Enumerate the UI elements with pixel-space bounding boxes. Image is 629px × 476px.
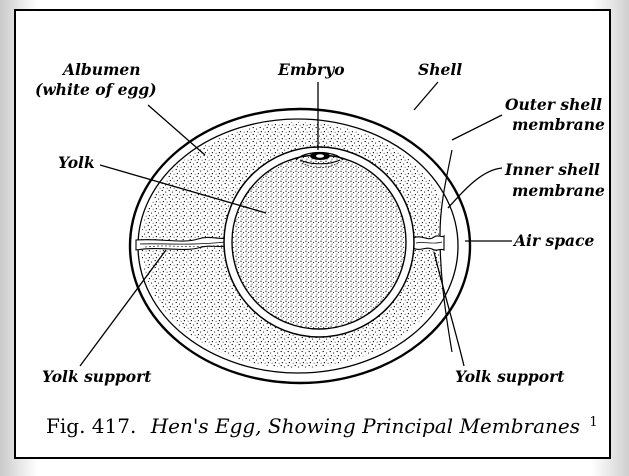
label-yolk-support-left: Yolk support — [42, 367, 152, 386]
label-embryo: Embryo — [277, 60, 345, 79]
label-air-space: Air space — [512, 231, 595, 250]
outer-membrane-leader — [452, 115, 502, 140]
caption-footnote-mark: 1 — [589, 415, 597, 430]
label-shell: Shell — [418, 60, 462, 79]
label-albumen: Albumen — [61, 60, 141, 79]
figure-caption: Fig. 417. Hen's Egg, Showing Principal M… — [46, 414, 598, 438]
label-yolk-support-right: Yolk support — [455, 367, 565, 386]
label-yolk: Yolk — [58, 153, 95, 172]
label-albumen-sub: (white of egg) — [35, 80, 157, 99]
shell-leader — [414, 82, 438, 110]
albumen-leader — [148, 105, 205, 155]
label-outer-membrane-sub: membrane — [512, 115, 605, 134]
yolk — [232, 155, 406, 329]
label-outer-membrane: Outer shell — [505, 95, 602, 114]
caption-fig-number: Fig. 417. — [46, 414, 136, 438]
label-inner-membrane: Inner shell — [504, 160, 600, 179]
label-inner-membrane-sub: membrane — [512, 181, 605, 200]
caption-title: Hen's Egg, Showing Principal Membranes — [150, 414, 580, 438]
